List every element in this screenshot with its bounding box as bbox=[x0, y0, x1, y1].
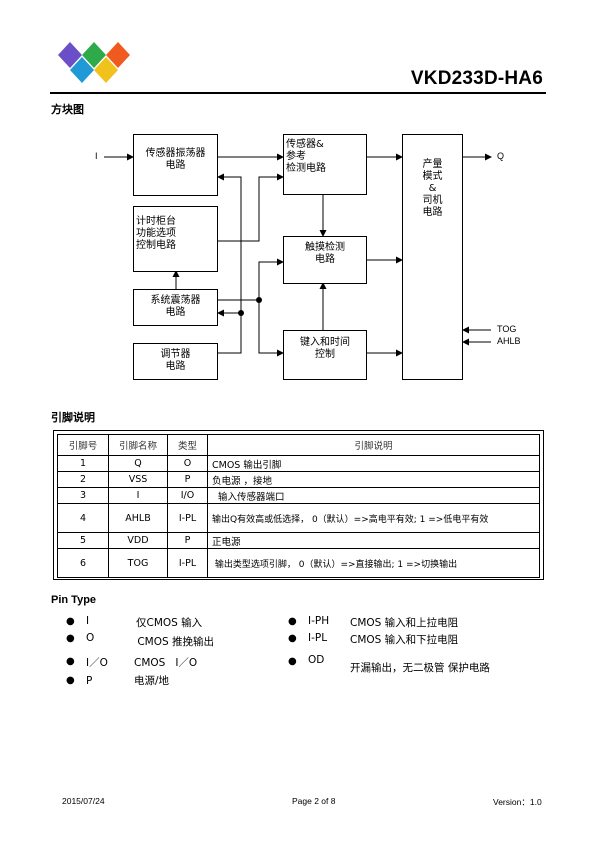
pin-type-code: I-PL bbox=[308, 632, 328, 644]
pin-label-tog: TOG bbox=[497, 324, 517, 334]
pin-type-desc: CMOS 推挽输出 bbox=[134, 636, 214, 648]
pin-type-code: I／O bbox=[86, 657, 108, 669]
pin-type-code: P bbox=[86, 675, 93, 687]
table-row: 1 Q O CMOS 输出引脚 bbox=[57, 455, 540, 472]
table-row: 3 I I/O 输入传感器端口 bbox=[57, 487, 540, 504]
block-touch-detect: 触摸检测 电路 bbox=[283, 236, 367, 284]
bullet: ● bbox=[66, 633, 75, 644]
pin-description-heading: 引脚说明 bbox=[51, 411, 95, 424]
pin-type-desc: 电源/地 bbox=[134, 675, 170, 687]
table-row: 2 VSS P 负电源 ，接地 bbox=[57, 471, 540, 488]
column-header: 引脚说明 bbox=[207, 434, 540, 456]
bullet: ● bbox=[288, 656, 297, 667]
column-header: 引脚名称 bbox=[108, 434, 168, 456]
pin-label-input: I bbox=[95, 151, 98, 161]
pin-type-code: OD bbox=[308, 654, 325, 666]
bullet: ● bbox=[288, 616, 297, 627]
pin-type-heading: Pin Type bbox=[51, 594, 97, 606]
bullet: ● bbox=[66, 656, 75, 667]
pin-description-table: 引脚号 引脚名称 类型 引脚说明 1 Q O CMOS 输出引脚 2 VSS P… bbox=[53, 430, 544, 580]
header-rule bbox=[50, 92, 546, 94]
pin-label-ahlb: AHLB bbox=[497, 336, 521, 346]
pin-label-output: Q bbox=[497, 151, 505, 161]
column-header: 类型 bbox=[167, 434, 208, 456]
table-row: 6 TOG I-PL 输出类型选项引脚， 0（默认）=>直接输出; 1 =>切换… bbox=[57, 548, 540, 578]
table-row: 4 AHLB I-PL 输出Q有效高或低选择， 0（默认）=>高电平有效; 1 … bbox=[57, 503, 540, 533]
block-timer-control: 计时柜台 功能选项 控制电路 bbox=[133, 206, 218, 272]
pin-type-desc: CMOS I／O bbox=[134, 657, 198, 669]
block-key-timing-control: 键入和时间 控制 bbox=[283, 330, 367, 380]
table-header-row: 引脚号 引脚名称 类型 引脚说明 bbox=[57, 434, 540, 456]
block-system-oscillator: 系统震荡器 电路 bbox=[133, 289, 218, 326]
block-sensor-reference: 传感器& 参考 检测电路 bbox=[283, 134, 367, 195]
block-diagram-heading: 方块图 bbox=[51, 103, 84, 116]
footer-page-number: Page 2 of 8 bbox=[292, 796, 336, 806]
bullet: ● bbox=[66, 616, 75, 627]
pin-type-desc: CMOS 输入和上拉电阻 bbox=[350, 617, 459, 629]
pin-type-desc: 开漏输出，无二极管 保护电路 bbox=[350, 662, 490, 674]
table-row: 5 VDD P 正电源 bbox=[57, 532, 540, 549]
column-header: 引脚号 bbox=[57, 434, 109, 456]
company-logo bbox=[58, 42, 130, 83]
pin-type-code: I bbox=[86, 615, 90, 627]
footer-version: Version：1.0 bbox=[493, 797, 542, 807]
pin-type-code: I-PH bbox=[308, 615, 330, 627]
block-output-driver: 产量 模式 & 司机 电路 bbox=[402, 134, 463, 380]
bullet: ● bbox=[288, 633, 297, 644]
footer-date: 2015/07/24 bbox=[62, 796, 105, 806]
pin-type-desc: 仅CMOS 输入 bbox=[136, 617, 203, 629]
block-regulator: 调节器 电路 bbox=[133, 343, 218, 380]
pin-type-code: O bbox=[86, 632, 95, 644]
document-title: VKD233D-HA6 bbox=[410, 68, 543, 89]
block-sensor-oscillator: 传感器振荡器 电路 bbox=[133, 134, 218, 196]
bullet: ● bbox=[66, 675, 75, 686]
pin-type-desc: CMOS 输入和下拉电阻 bbox=[350, 634, 459, 646]
